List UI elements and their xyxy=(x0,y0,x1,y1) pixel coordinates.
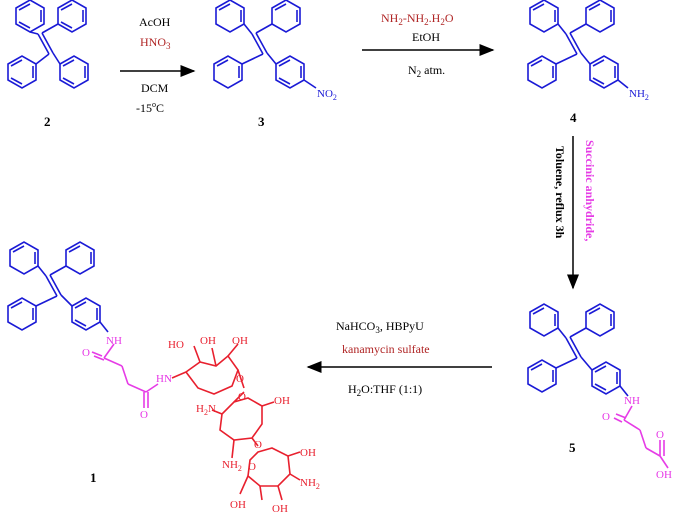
compound-label-3: 3 xyxy=(258,114,265,129)
compound1-oh-label-3: OH xyxy=(274,395,290,407)
compound5-nh-label: NH xyxy=(624,395,640,407)
compound-5-structure xyxy=(527,303,669,469)
compound1-nh2-label-3: NH2 xyxy=(300,477,320,491)
compound-3-structure xyxy=(213,0,317,89)
step2-solvent: EtOH xyxy=(412,30,440,44)
compound1-ho-label-1: HO xyxy=(168,339,184,351)
compound5-acid-o-label: O xyxy=(656,429,664,441)
compound-label-4: 4 xyxy=(570,110,577,125)
compound1-oh-label-2: OH xyxy=(232,335,248,347)
compound-label-1: 1 xyxy=(90,470,97,485)
compound1-oh-label-4: OH xyxy=(300,447,316,459)
compound1-oh-label-6: OH xyxy=(230,499,246,511)
nitro-group-label: NO2 xyxy=(317,88,337,102)
compound5-carbonyl-o-label: O xyxy=(602,411,610,423)
step3-reagent: Succinic anhydride, xyxy=(583,140,597,241)
compound1-oh-label-5: OH xyxy=(272,503,288,515)
step1-temperature: -15oC xyxy=(136,100,164,115)
compound-label-5: 5 xyxy=(569,440,576,455)
compound1-glyco-o-label-2: O xyxy=(254,439,262,451)
compound1-ring-o-label-1: O xyxy=(236,373,244,385)
compound1-o-label-1: O xyxy=(82,347,90,359)
compound-label-2: 2 xyxy=(44,114,51,129)
compound1-o-label-2: O xyxy=(140,409,148,421)
compound1-glyco-o-label-1: O xyxy=(238,391,246,403)
step4-kanamycin: kanamycin sulfate xyxy=(342,342,430,356)
compound-2-structure xyxy=(7,0,89,89)
compound1-nh2-label-1: H2N xyxy=(196,403,216,417)
amine-group-label: NH2 xyxy=(629,88,649,102)
step3-conditions: Toluene, reflux 3h xyxy=(553,146,567,239)
step1-solvent: DCM xyxy=(141,81,169,95)
compound1-nh-label: NH xyxy=(106,335,122,347)
compound1-oh-label-1: OH xyxy=(200,335,216,347)
compound1-nh2-label-2: NH2 xyxy=(222,459,242,473)
step2-reagent-hydrazine: NH2-NH2.H2O xyxy=(381,11,454,27)
compound-4-structure xyxy=(527,0,629,89)
compound5-oh-label: OH xyxy=(656,469,672,481)
compound-1-structure xyxy=(7,241,301,501)
step1-reagent-hno3: HNO3 xyxy=(140,35,171,51)
step4-reagents: NaHCO3, HBPyU xyxy=(336,319,424,335)
compound1-linker-n-label: HN xyxy=(156,373,172,385)
step2-atmosphere: N2 atm. xyxy=(408,63,445,79)
compound1-ring-o-label-2: O xyxy=(248,461,256,473)
step4-solvent: H2O:THF (1:1) xyxy=(348,382,422,398)
step1-reagent-acoh: AcOH xyxy=(139,15,171,29)
